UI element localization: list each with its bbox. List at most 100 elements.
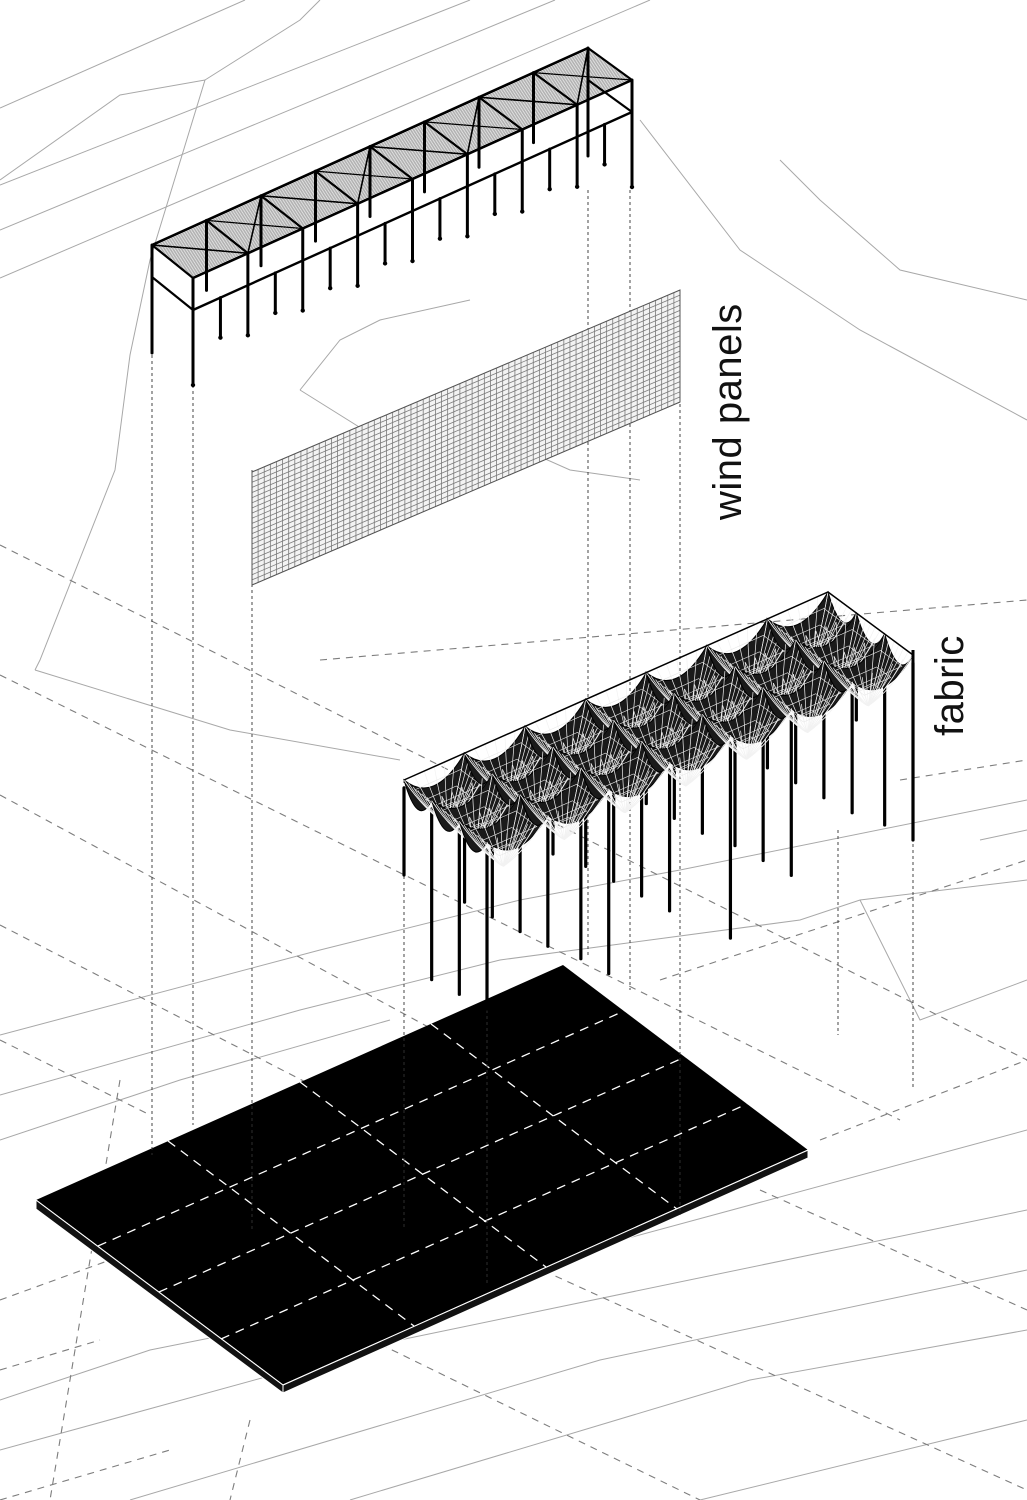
roof-hatch [189, 250, 245, 276]
roof-hatch [489, 80, 545, 106]
roof-hatch [512, 97, 568, 123]
roof-hatch [403, 147, 459, 173]
fabric-mesh-line [685, 714, 703, 787]
roof-hatch [210, 198, 266, 224]
fabric-mesh-line [503, 794, 521, 867]
roof-hatch [393, 139, 449, 165]
roof-brace [418, 149, 468, 155]
fabric-mesh-line [564, 797, 589, 840]
frame-leg-tip [190, 382, 196, 388]
fabric-mesh-line [746, 691, 754, 760]
fabric-mesh-line [742, 696, 748, 760]
roof-hatch [465, 127, 521, 153]
fabric-contour [724, 720, 770, 745]
roof-hatch [328, 156, 383, 182]
fabric-mesh-line [685, 752, 691, 787]
roof-hatch [266, 174, 321, 201]
roof-hatch [449, 115, 504, 141]
roof-hatch [218, 205, 274, 231]
roof-hatch [262, 172, 318, 198]
fabric-mesh-line [762, 687, 808, 733]
roof-hatch [346, 170, 402, 196]
roof-hatch [220, 206, 276, 233]
roof-hatch [237, 220, 293, 246]
roof-hatch [292, 195, 348, 221]
fabric-mesh-line [807, 699, 812, 733]
roof-cross-beam [369, 145, 414, 180]
fabric-mesh-line [557, 810, 565, 840]
roof-hatch [428, 100, 484, 126]
roof-hatch [513, 98, 569, 124]
fabric-contour [469, 810, 538, 847]
roof-hatch [208, 197, 264, 223]
fabric-mesh-line [868, 637, 890, 707]
roof-hatch [230, 214, 286, 240]
roof-hatch [177, 240, 233, 266]
roof-brace [254, 223, 303, 230]
wind-mesh-horizontal [251, 345, 681, 529]
roof-hatch [498, 86, 554, 112]
roof-hatch [546, 57, 602, 83]
roof-hatch [165, 230, 221, 256]
roof-hatch [332, 159, 388, 185]
roof-hatch [245, 226, 301, 252]
roof-hatch [519, 102, 576, 129]
roof-hatch [557, 65, 613, 91]
fabric-mesh-line [746, 690, 769, 760]
roof-hatch [399, 144, 455, 170]
steel-frame-roof [150, 46, 635, 388]
fabric-contour [745, 655, 814, 693]
fabric-mesh-line [621, 749, 626, 813]
roof-hatch [228, 212, 284, 238]
fabric-mesh-line [564, 806, 569, 840]
roof-hatch [444, 112, 500, 138]
roof-hatch [333, 160, 389, 186]
roof-hatch [383, 132, 439, 158]
roof-hatch [243, 224, 299, 251]
fabric-mesh-line [685, 743, 711, 787]
roof-hatch [538, 51, 594, 77]
roof-hatch [349, 172, 405, 198]
fabric-mesh-line [540, 785, 565, 840]
roof-brace [151, 244, 200, 250]
roof-hatch [345, 169, 401, 196]
roof-hatch [190, 251, 246, 277]
fabric-mesh-line [671, 727, 687, 787]
frame-leg-tip [629, 184, 635, 190]
fabric-mesh-line [783, 678, 808, 733]
roof-hatch [446, 113, 502, 140]
fabric-mesh-line [868, 633, 886, 706]
roof-hatch [231, 215, 287, 241]
wind-mesh-horizontal [251, 309, 681, 493]
fabric-mesh-line [624, 744, 647, 813]
roof-hatch [226, 211, 281, 237]
roof-cross-beam [260, 194, 304, 230]
fabric-contour [784, 693, 831, 718]
fabric-mesh-line [479, 812, 504, 867]
roof-hatch [464, 126, 520, 153]
fabric-mesh-line [624, 775, 640, 814]
roof-hatch [401, 145, 457, 172]
roof-hatch [153, 221, 209, 247]
fabric-contour [541, 800, 588, 825]
fabric-contour [856, 683, 881, 696]
fabric-mesh-line [807, 694, 823, 733]
wind-mesh-horizontal [251, 350, 681, 535]
roof-hatch [225, 210, 280, 236]
wind-mesh-horizontal [251, 360, 681, 545]
roof-hatch [502, 90, 558, 116]
roof-hatch [154, 222, 210, 248]
roof-hatch [435, 105, 490, 131]
frame-leg-tip [355, 283, 360, 288]
fabric-contour [806, 629, 875, 666]
fabric-canopy [402, 590, 915, 1011]
fabric-mesh-line [503, 833, 508, 867]
roof-hatch [537, 50, 593, 77]
roof-hatch [457, 122, 513, 148]
fabric-mesh-line [503, 797, 526, 867]
roof-hatch [274, 181, 330, 207]
roof-hatch [238, 220, 294, 247]
roof-hatch [535, 49, 591, 75]
frame-leg-tip [410, 258, 415, 264]
